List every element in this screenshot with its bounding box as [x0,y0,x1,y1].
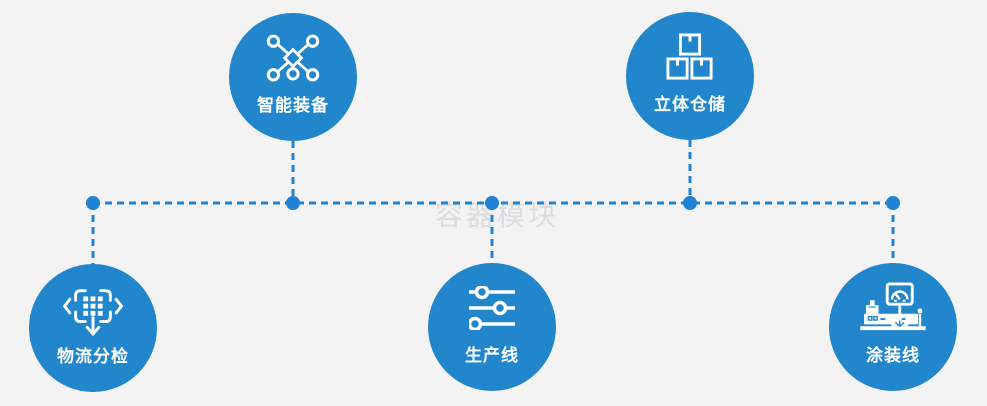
node-smart-equipment[interactable]: 智能装备 [229,13,357,141]
node-label: 立体仓储 [654,95,726,114]
node-label: 生产线 [465,346,519,365]
junction-dot [886,196,900,210]
node-production[interactable]: 生产线 [428,263,556,391]
junction-dot [286,196,300,210]
junction-dot [683,196,697,210]
sliders-icon [469,284,515,331]
node-painting[interactable]: 涂装线 [829,263,957,391]
node-logistics[interactable]: 物流分检 [29,264,157,392]
junction-dot [485,196,499,210]
machine-monitor-icon [858,281,928,331]
network-nodes-icon [265,34,321,81]
node-label: 涂装线 [866,346,920,365]
sorting-arrows-icon [63,285,123,336]
stacked-boxes-icon [666,32,714,80]
node-label: 智能装备 [257,96,329,115]
node-warehouse[interactable]: 立体仓储 [626,12,754,140]
junction-dot [86,196,100,210]
node-label: 物流分检 [57,347,129,366]
